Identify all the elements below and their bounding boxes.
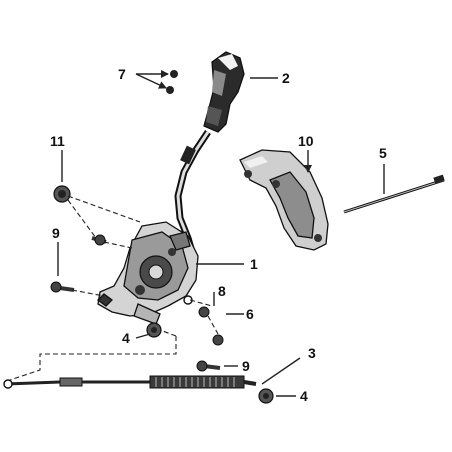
- callout-4-upper: 4: [122, 330, 130, 346]
- bracket-bolt: [91, 234, 107, 246]
- callout-labels: 2 7 10 5 11 9 1 8 6 4 3 9 4: [50, 66, 387, 404]
- shift-knob: [203, 51, 245, 133]
- shifter-bracket: [97, 221, 199, 325]
- callout-10: 10: [298, 133, 314, 149]
- assembly-lines: [9, 195, 219, 381]
- cable-tie: [343, 174, 445, 214]
- callout-5: 5: [379, 145, 387, 161]
- callout-1: 1: [250, 256, 258, 272]
- callout-8: 8: [218, 283, 226, 299]
- knob-screws: [166, 70, 178, 94]
- callout-2: 2: [282, 70, 290, 86]
- mounting-bolt-right: [196, 360, 221, 372]
- mounting-bolt-left: [50, 281, 75, 293]
- callout-6: 6: [246, 306, 254, 322]
- shifter-cover: [239, 149, 329, 251]
- callout-9-right: 9: [242, 358, 250, 374]
- shift-cable: [3, 375, 257, 389]
- cable-nut: [258, 388, 274, 404]
- callout-7: 7: [118, 66, 126, 82]
- leader-lines: [57, 70, 385, 397]
- callout-3: 3: [308, 345, 316, 361]
- callout-9-left: 9: [52, 225, 60, 241]
- upper-bolt: [53, 185, 71, 203]
- callout-11: 11: [50, 133, 65, 149]
- callout-4-lower: 4: [300, 388, 308, 404]
- lock-nut: [198, 306, 224, 346]
